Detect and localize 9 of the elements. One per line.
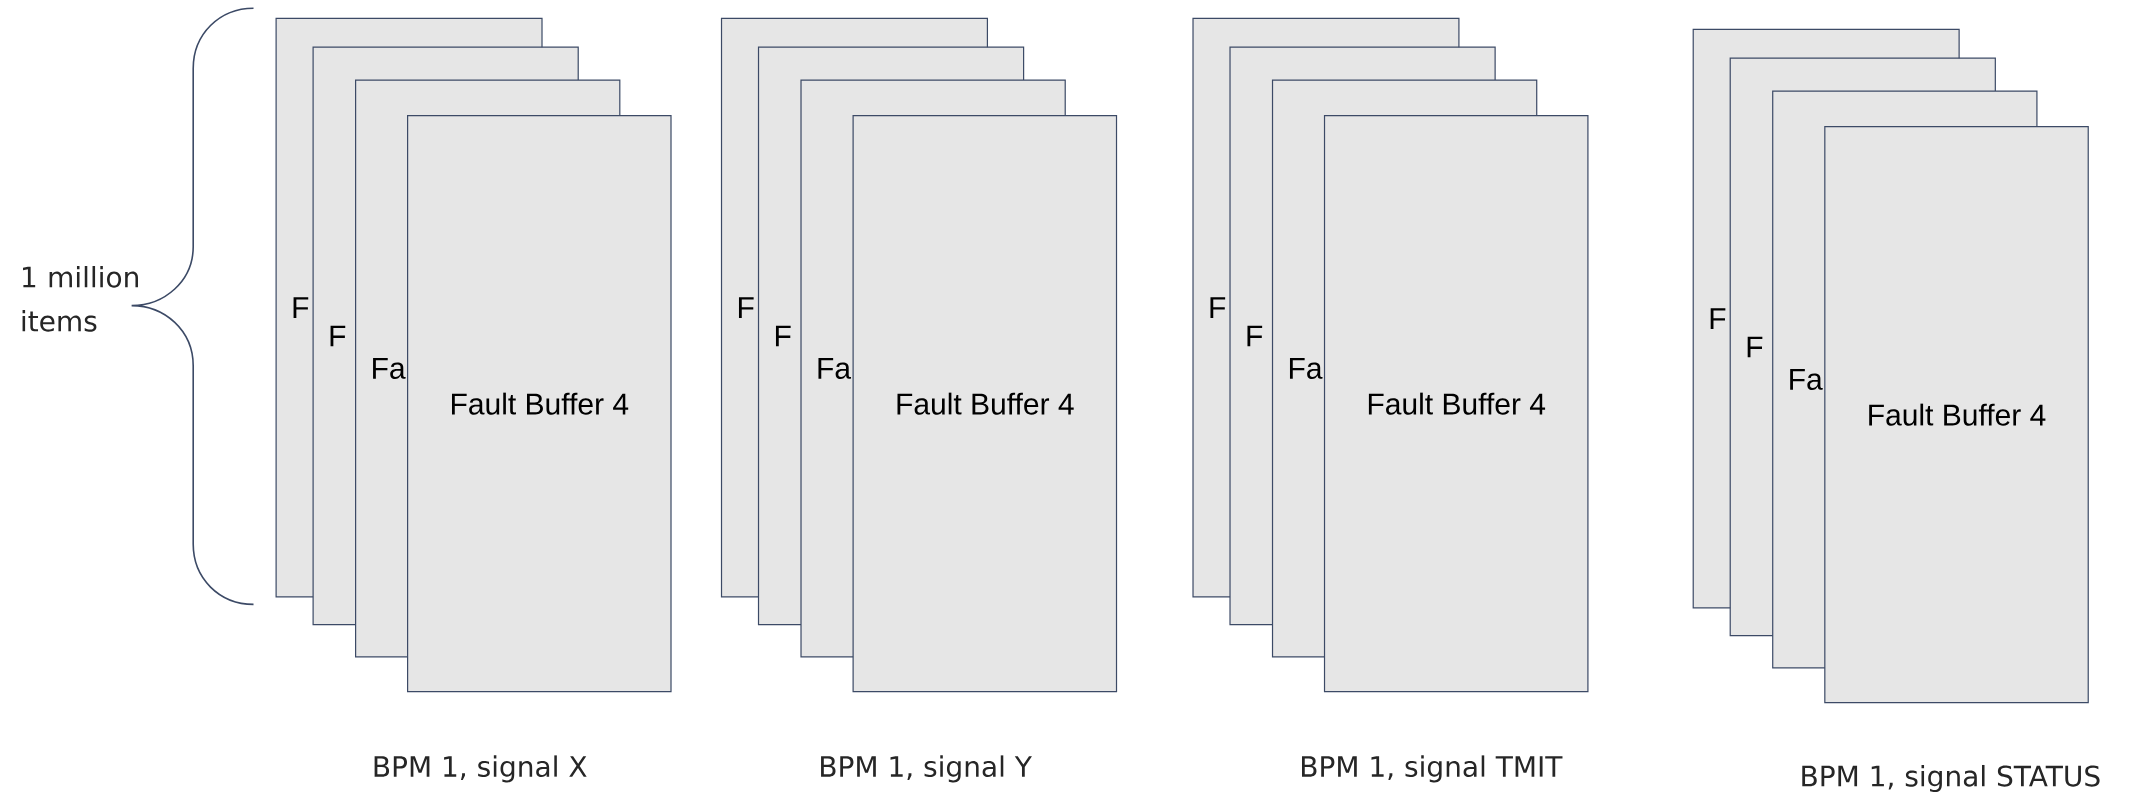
stack-caption: BPM 1, signal X — [374, 755, 587, 783]
buffer-box: Fault Buffer 4 — [852, 115, 1118, 693]
buffer-box: Fault Buffer 4 — [1824, 126, 2089, 704]
stack-caption: BPM 1, signal Y — [821, 755, 1032, 783]
stack-caption: BPM 1, signal TMIT — [1302, 755, 1563, 783]
brace-label: 1 million items — [22, 266, 138, 332]
buffer-box: Fault Buffer 4 — [407, 115, 672, 693]
buffer-box: Fault Buffer 4 — [1323, 115, 1589, 693]
stack-caption: BPM 1, signal STATUS — [1802, 764, 2100, 793]
